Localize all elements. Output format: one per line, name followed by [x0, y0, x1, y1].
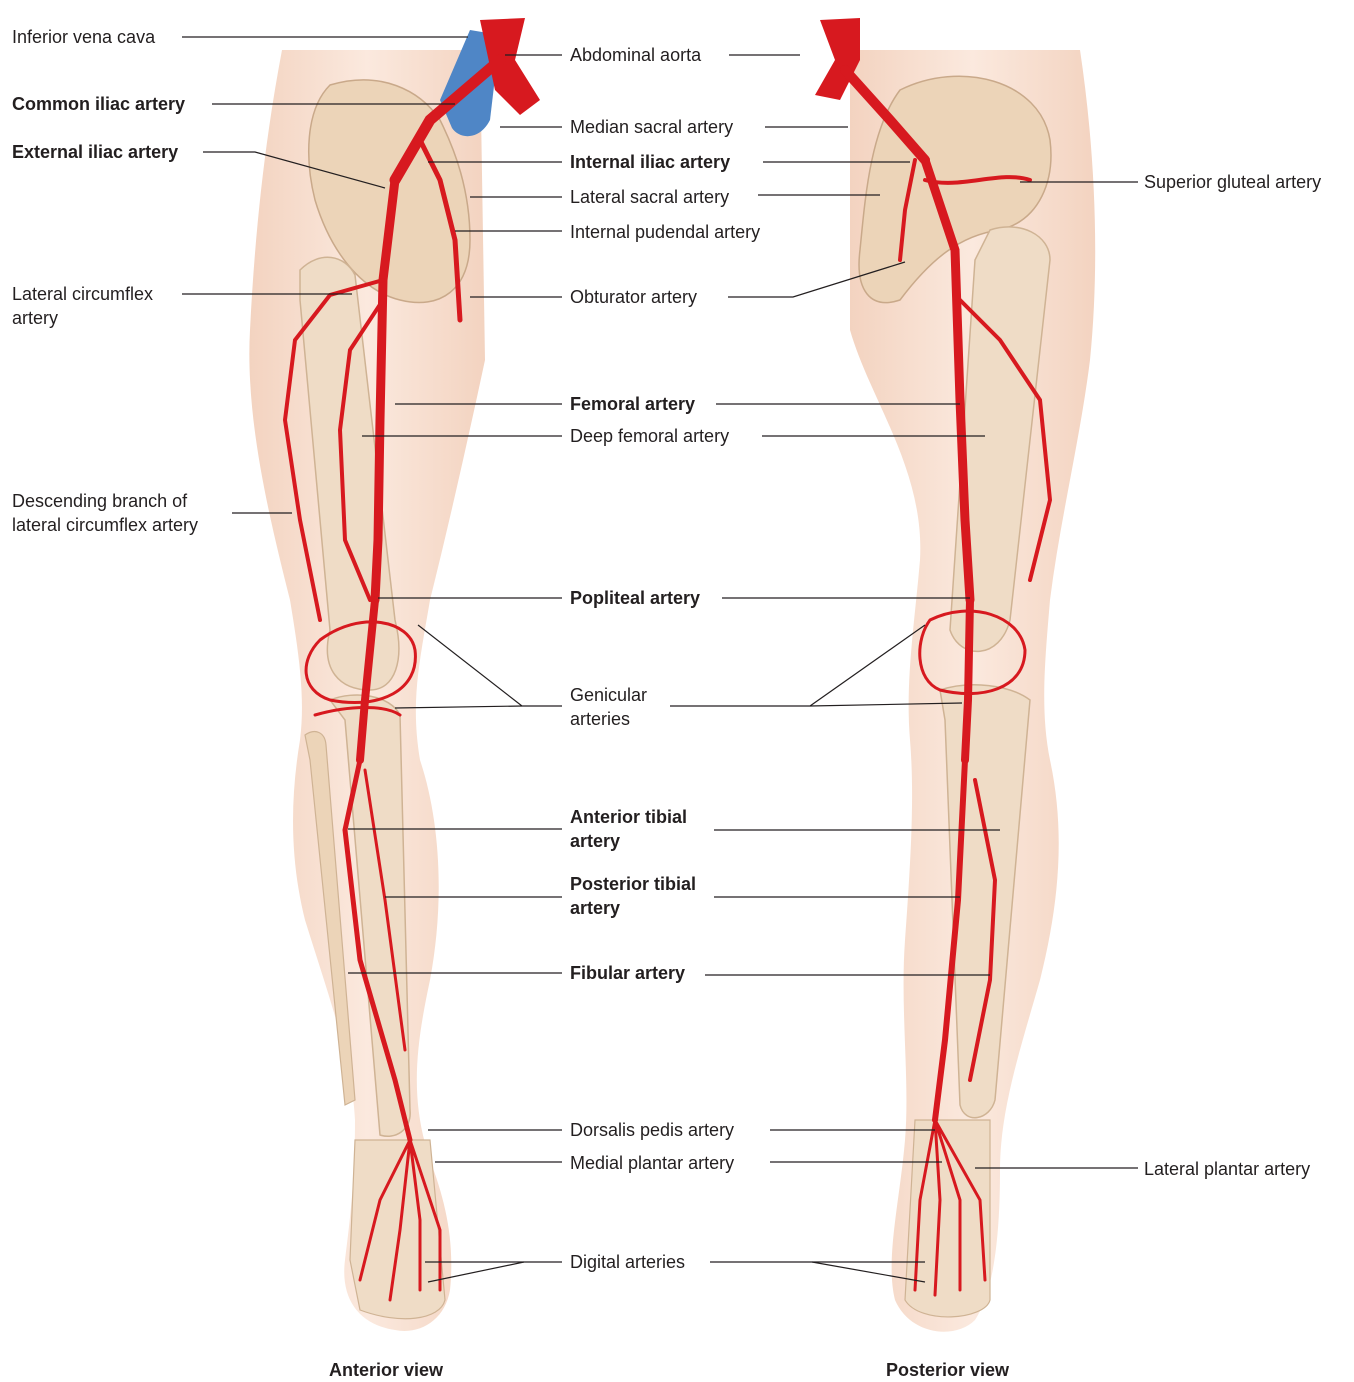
label-dorsalis-pedis-artery: Dorsalis pedis artery — [570, 1118, 734, 1142]
label-digital-arteries: Digital arteries — [570, 1250, 685, 1274]
label-median-sacral-artery: Median sacral artery — [570, 115, 733, 139]
caption-posterior-view: Posterior view — [886, 1360, 1009, 1381]
label-deep-femoral-artery: Deep femoral artery — [570, 424, 729, 448]
label-superior-gluteal-artery: Superior gluteal artery — [1144, 170, 1321, 194]
posterior-leg — [815, 18, 1095, 1332]
label-obturator-artery: Obturator artery — [570, 285, 697, 309]
label-inferior-vena-cava: Inferior vena cava — [12, 25, 155, 49]
label-medial-plantar-artery: Medial plantar artery — [570, 1151, 734, 1175]
label-abdominal-aorta: Abdominal aorta — [570, 43, 701, 67]
label-internal-iliac-artery: Internal iliac artery — [570, 150, 730, 174]
label-lateral-plantar-artery: Lateral plantar artery — [1144, 1157, 1310, 1181]
label-common-iliac-artery: Common iliac artery — [12, 92, 185, 116]
posterior-popliteal-path — [965, 600, 970, 760]
label-lateral-sacral-artery: Lateral sacral artery — [570, 185, 729, 209]
label-external-iliac-artery: External iliac artery — [12, 140, 178, 164]
label-posterior-tibial-artery: Posterior tibial artery — [570, 872, 715, 920]
label-fibular-artery: Fibular artery — [570, 961, 685, 985]
label-anterior-tibial-artery: Anterior tibial artery — [570, 805, 710, 853]
label-descending-branch: Descending branch of lateral circumflex … — [12, 489, 234, 537]
label-popliteal-artery: Popliteal artery — [570, 586, 700, 610]
label-femoral-artery: Femoral artery — [570, 392, 695, 416]
label-genicular-arteries: Genicular arteries — [570, 683, 670, 731]
anterior-leg — [249, 18, 540, 1331]
label-internal-pudendal-artery: Internal pudendal artery — [570, 220, 760, 244]
caption-anterior-view: Anterior view — [329, 1360, 443, 1381]
label-lateral-circumflex-artery: Lateral circumflex artery — [12, 282, 184, 330]
